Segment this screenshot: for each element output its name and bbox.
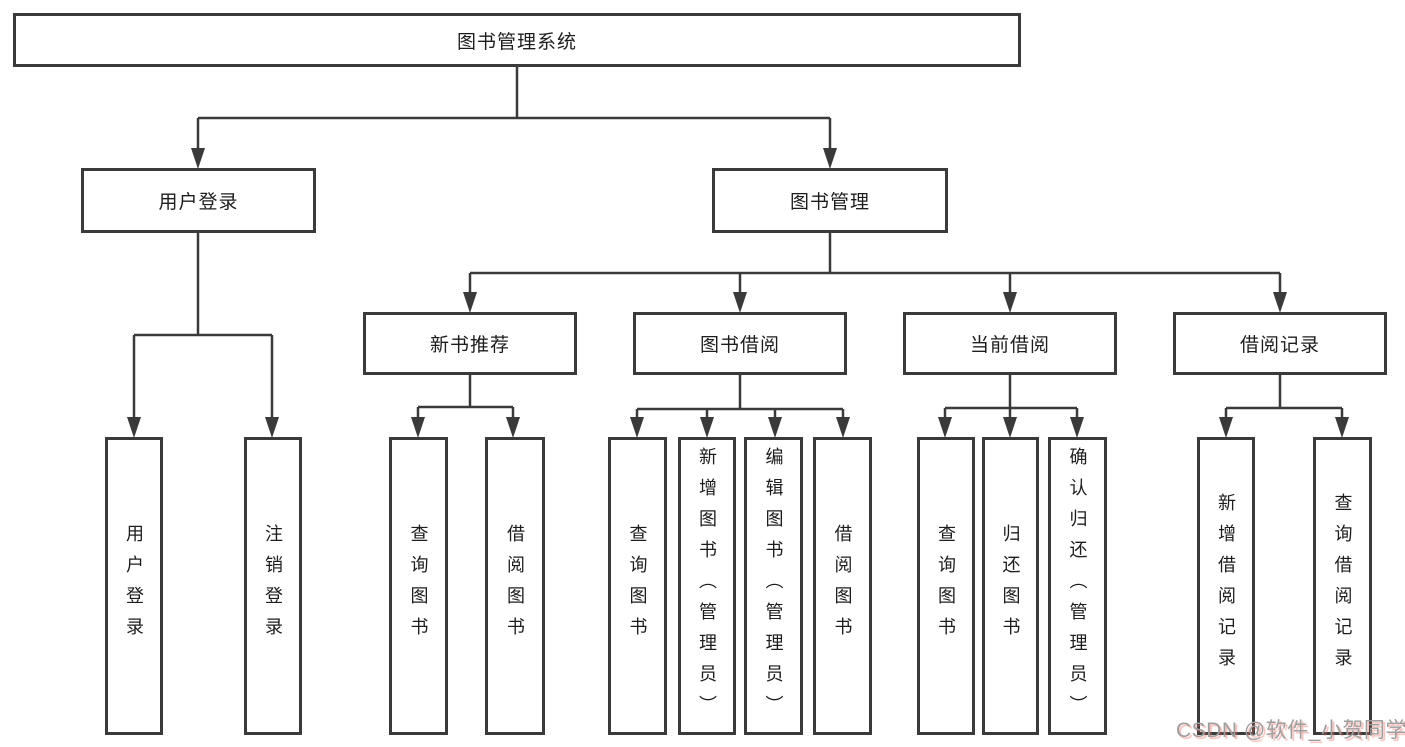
node-label: 归还图书 [1000, 524, 1021, 648]
node-current-borrow: 当前借阅 [903, 312, 1117, 375]
node-label: 借阅图书 [505, 524, 525, 648]
node-label: 编辑图书（管理员） [763, 446, 784, 726]
node-label: 用户登录 [124, 524, 144, 648]
csdn-watermark: CSDN @软件_小贺同学 [1176, 719, 1405, 742]
node-label: 注销登录 [263, 524, 283, 648]
leaf-borrow-books: 借阅图书 [813, 437, 872, 735]
leaf-query-books-current: 查询图书 [917, 437, 975, 735]
node-label: 查询图书 [627, 524, 648, 648]
node-label: 确认归还（管理员） [1067, 446, 1088, 726]
node-label: 新增借阅记录 [1216, 493, 1236, 679]
node-user-login: 用户登录 [81, 168, 316, 233]
leaf-query-books-recommend: 查询图书 [389, 437, 448, 735]
node-label: 新书推荐 [429, 335, 510, 356]
node-label: 查询借阅记录 [1332, 493, 1353, 679]
node-label: 当前借阅 [969, 335, 1050, 356]
leaf-add-borrow-record: 新增借阅记录 [1197, 437, 1255, 735]
node-label: 图书管理系统 [456, 31, 577, 53]
leaf-return-book: 归还图书 [982, 437, 1039, 735]
node-borrow-records: 借阅记录 [1173, 312, 1387, 375]
leaf-borrow-books-recommend: 借阅图书 [485, 437, 545, 735]
node-label: 查询图书 [936, 524, 956, 648]
node-book-management: 图书管理 [712, 168, 948, 233]
node-book-borrow: 图书借阅 [633, 312, 847, 375]
node-label: 新增图书（管理员） [697, 446, 717, 726]
node-label: 图书借阅 [699, 335, 780, 356]
node-new-book-recommend: 新书推荐 [363, 312, 577, 375]
node-label: 用户登录 [158, 192, 239, 213]
leaf-user-login: 用户登录 [105, 437, 163, 735]
node-label: 查询图书 [408, 524, 429, 648]
leaf-query-books-borrow: 查询图书 [608, 437, 667, 735]
node-label: 图书管理 [789, 192, 870, 213]
leaf-logout: 注销登录 [244, 437, 302, 735]
node-label: 借阅图书 [832, 524, 853, 648]
leaf-add-book-admin: 新增图书（管理员） [678, 437, 736, 735]
leaf-query-borrow-record: 查询借阅记录 [1313, 437, 1372, 735]
node-root-library-system: 图书管理系统 [13, 13, 1021, 67]
leaf-edit-book-admin: 编辑图书（管理员） [744, 437, 803, 735]
arrowhead-icons [127, 148, 1349, 438]
node-label: 借阅记录 [1239, 335, 1320, 356]
leaf-confirm-return-admin: 确认归还（管理员） [1048, 437, 1107, 735]
